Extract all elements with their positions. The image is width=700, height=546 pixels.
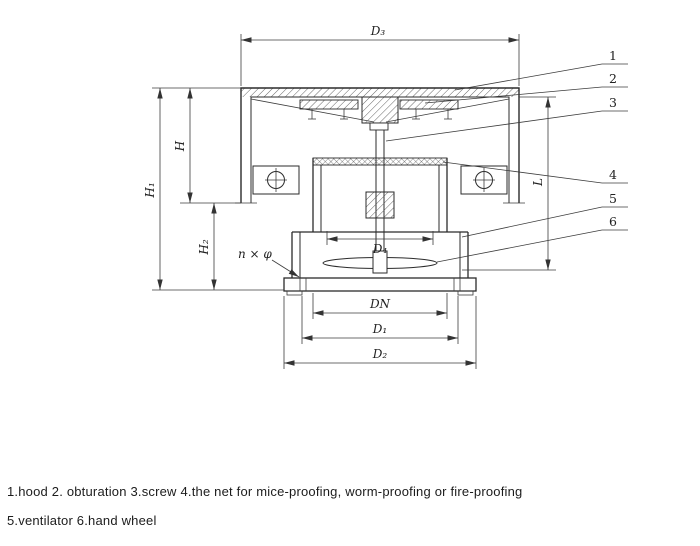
dim-label-inner-diameter: D₄ (372, 242, 388, 256)
mounting-bracket-right (460, 165, 508, 195)
threaded-bushing (365, 191, 395, 219)
callout-1-hood: 1 (454, 48, 628, 91)
dim-top-diameter: D₃ (240, 24, 520, 86)
dim-bottom-diameters: DN D₁ D₂ (283, 293, 477, 369)
callout-number-1: 1 (609, 48, 617, 63)
dim-label-flange-diameter: D₂ (372, 347, 388, 361)
dim-left-heights: H₁ H H₂ (143, 87, 284, 291)
mesh-net (312, 157, 448, 166)
dim-side-length: L (462, 96, 556, 271)
callout-4-net: 4 (442, 161, 628, 184)
caption: 1.hood 2. obturation 3.screw 4.the net f… (7, 484, 522, 542)
caption-line-1: 1.hood 2. obturation 3.screw 4.the net f… (7, 484, 523, 499)
dim-label-lower-height: H₂ (197, 239, 211, 255)
callout-2-obturation: 2 (424, 71, 628, 104)
callouts: 1 2 3 4 5 (385, 48, 628, 263)
obturation-plate (299, 96, 459, 131)
caption-line-2: 5.ventilator 6.hand wheel (7, 513, 157, 528)
callout-number-6: 6 (609, 214, 617, 229)
hand-wheel (322, 250, 438, 274)
ventilator-assembly-drawing: D₃ H₁ H H₂ L D₄ (143, 24, 628, 369)
dim-label-hood-height: H (173, 140, 187, 152)
callout-number-2: 2 (609, 71, 617, 86)
screw-shaft (365, 130, 395, 251)
callout-number-4: 4 (609, 167, 617, 182)
callout-5-ventilator: 5 (461, 191, 628, 238)
callout-6-hand-wheel: 6 (436, 214, 628, 263)
mounting-bracket-left (252, 165, 300, 195)
dim-inner-diameter: D₄ (326, 231, 434, 256)
callout-3-screw: 3 (385, 95, 628, 142)
dim-label-top-diameter: D₃ (370, 24, 386, 38)
callout-number-3: 3 (609, 95, 617, 110)
dim-label-bolt-holes: n × φ (238, 247, 272, 261)
bottom-flange (283, 277, 477, 296)
dim-label-overall-height: H₁ (143, 182, 157, 198)
dim-label-nominal-diameter: DN (369, 297, 391, 311)
dim-label-side-length: L (531, 178, 545, 187)
dim-label-bolt-circle-diameter: D₁ (372, 322, 387, 336)
callout-number-5: 5 (609, 191, 617, 206)
dim-bolt-holes: n × φ (238, 247, 300, 278)
